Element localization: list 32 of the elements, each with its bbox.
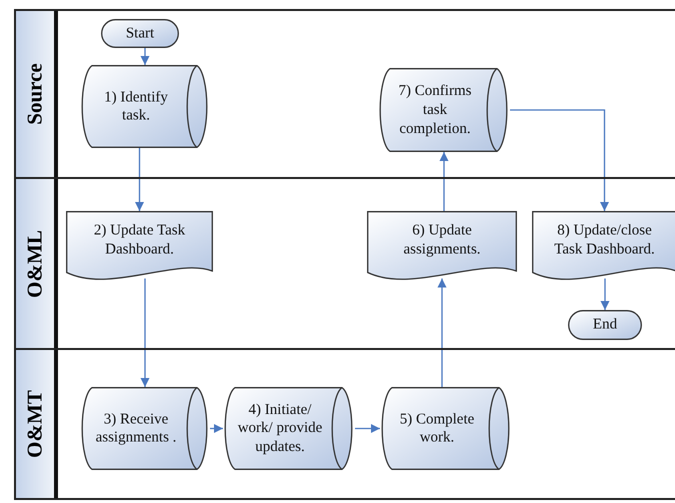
storage-cylinder xyxy=(80,387,210,470)
terminator-shape xyxy=(101,19,179,48)
step-text: End xyxy=(592,316,618,333)
step-text: 8) Update/close Task Dashboard. xyxy=(554,222,655,258)
lane-label: Source xyxy=(22,63,48,125)
connector-arrow xyxy=(438,278,446,387)
storage-cylinder xyxy=(223,387,355,470)
storage-cylinder xyxy=(80,65,210,148)
connector-arrow xyxy=(140,48,150,65)
step-text: 2) Update Task Dashboard. xyxy=(94,222,186,258)
connector-arrow xyxy=(135,148,144,211)
lane-label: O&ML xyxy=(22,230,48,298)
storage-cylinder xyxy=(378,68,510,152)
connector-arrow xyxy=(600,278,610,310)
connector-arrow xyxy=(440,152,448,211)
connector-arrow xyxy=(355,424,380,433)
lane-label: O&MT xyxy=(22,390,48,458)
step-text: 4) Initiate/ work/ provide updates. xyxy=(238,401,322,455)
swimlane xyxy=(14,177,675,350)
connector-arrow xyxy=(210,424,223,433)
connector-arrow xyxy=(510,109,609,211)
step-text: 1) Identify task. xyxy=(104,88,168,124)
storage-cylinder xyxy=(380,387,512,470)
step-text: 6) Update assignments. xyxy=(403,222,481,258)
step-text: 7) Confirms task completion. xyxy=(398,82,472,136)
connector-arrow xyxy=(140,278,150,387)
step-text: 3) Receive assignments . xyxy=(96,410,176,446)
swimlane xyxy=(14,9,675,179)
step-text: 5) Complete work. xyxy=(400,410,474,446)
step-text: Start xyxy=(126,25,154,42)
terminator-shape xyxy=(568,310,642,340)
swimlane xyxy=(14,348,675,500)
